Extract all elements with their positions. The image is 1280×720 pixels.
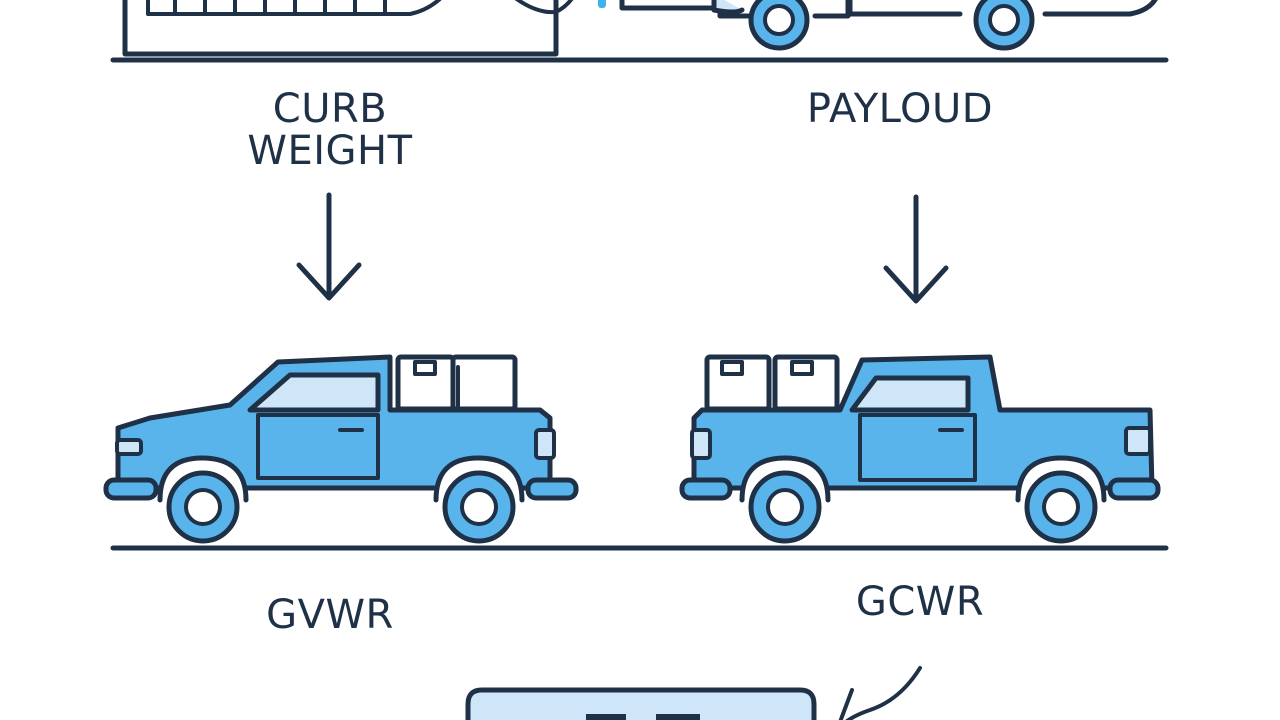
bottom-box xyxy=(465,687,817,720)
pickup-truck-icon xyxy=(679,354,1161,544)
pointer-curve xyxy=(845,666,922,720)
wheel-hub xyxy=(460,488,498,526)
tow-vehicle-bumper xyxy=(1042,0,1158,17)
rear-bumper xyxy=(679,477,733,501)
cargo-box-label xyxy=(413,360,437,376)
bottom-box-detail xyxy=(656,714,700,720)
trailer-bed xyxy=(122,0,559,57)
truck-body xyxy=(115,354,553,491)
curb-weight-label-line2: WEIGHT xyxy=(247,128,413,174)
bottom-panel xyxy=(465,666,922,720)
cargo-box xyxy=(450,354,518,412)
tow-vehicle-body xyxy=(847,0,963,17)
arrow-down-icon xyxy=(296,192,362,301)
curb-weight-label-line1: CURB xyxy=(272,86,388,132)
truck-window xyxy=(247,372,381,413)
trailer-hitch-arm xyxy=(514,0,574,15)
trailer-rail xyxy=(146,0,412,16)
tow-vehicle-panel xyxy=(711,0,745,15)
pickup-truck-icon xyxy=(103,354,579,544)
headlight xyxy=(115,438,143,456)
wheel-hub xyxy=(766,488,804,526)
tow-wheel-hub xyxy=(988,4,1020,36)
tail-light xyxy=(534,428,556,460)
payload-label: PAYLOUD xyxy=(806,86,994,132)
front-bumper xyxy=(103,477,159,501)
truck-window xyxy=(849,375,971,413)
wheel-hub xyxy=(184,488,222,526)
gcwr-label: GCWR xyxy=(855,579,985,625)
cargo-box-label xyxy=(720,360,744,376)
arrow-down-icon xyxy=(883,194,949,304)
truck-body xyxy=(691,354,1155,491)
cargo-box-label xyxy=(790,360,814,376)
tail-light xyxy=(690,428,712,460)
bottom-box-detail xyxy=(586,714,626,720)
truck-door xyxy=(256,413,380,480)
tow-vehicle-body xyxy=(812,0,851,19)
truck-door xyxy=(858,413,977,482)
trailer-nose xyxy=(408,0,442,16)
curb-weight-label: CURB WEIGHT xyxy=(200,88,460,172)
headlight xyxy=(1124,426,1152,456)
rear-bumper xyxy=(525,477,579,501)
gvwr-label: GVWR xyxy=(266,592,394,638)
hitch-marker xyxy=(598,0,606,8)
top-trailer-scene xyxy=(110,0,1169,63)
front-bumper xyxy=(1107,477,1161,501)
wheel-hub xyxy=(1042,488,1080,526)
tow-wheel-hub xyxy=(763,4,795,36)
pointer-tick xyxy=(838,688,854,720)
